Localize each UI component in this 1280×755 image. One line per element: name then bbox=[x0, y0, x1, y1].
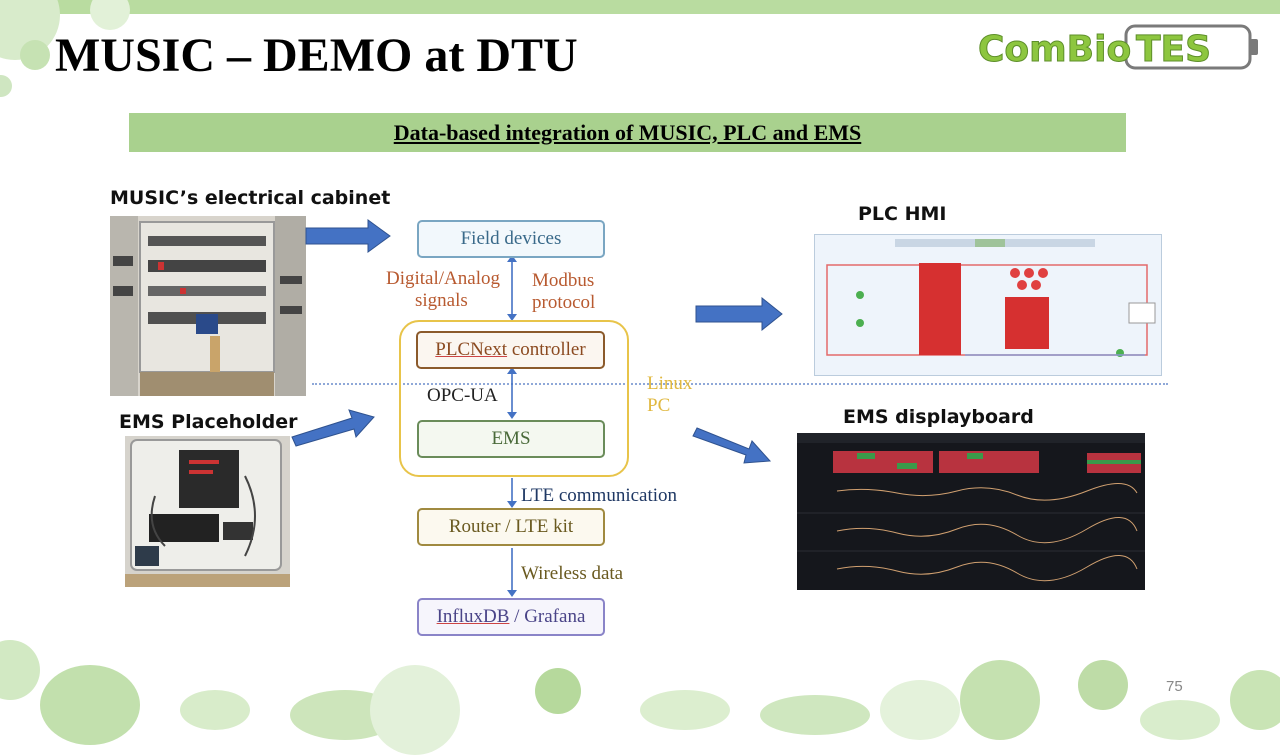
cabinet-photo bbox=[110, 216, 306, 396]
ems-dashboard-arrow bbox=[692, 427, 772, 464]
cabinet-heading: MUSIC’s electrical cabinet bbox=[110, 187, 391, 209]
page-title: MUSIC – DEMO at DTU bbox=[55, 29, 578, 82]
diagram-arrows bbox=[291, 219, 783, 597]
influxdb-grafana-box: InfluxDB / Grafana bbox=[417, 598, 605, 636]
plcnext-controller-box: PLCNext controller bbox=[416, 331, 605, 369]
top-decor-bar bbox=[0, 0, 1280, 14]
lte-communication-label: LTE communication bbox=[521, 485, 678, 506]
ems-dashboard-screenshot bbox=[797, 433, 1145, 590]
subtitle-text: Data-based integration of MUSIC, PLC and… bbox=[393, 119, 862, 145]
field-devices-label: Field devices bbox=[460, 228, 562, 249]
decor-bubble bbox=[0, 75, 12, 97]
ems-box: EMS bbox=[417, 420, 605, 458]
plcnext-name: PLCNext bbox=[435, 339, 508, 360]
wireless-data-label: Wireless data bbox=[521, 563, 624, 584]
digital-analog-line2: signals bbox=[415, 289, 468, 311]
grafana-label: / Grafana bbox=[509, 606, 586, 627]
plc-hmi-arrow bbox=[695, 296, 783, 332]
plc-hmi-screenshot bbox=[814, 234, 1162, 376]
field-devices-box: Field devices bbox=[417, 220, 605, 258]
opc-ua-label: OPC-UA bbox=[427, 385, 498, 406]
svg-text:ComBio: ComBio bbox=[978, 29, 1131, 70]
decor-bubble bbox=[535, 668, 581, 714]
cabinet-arrow bbox=[305, 219, 391, 253]
decor-bubble bbox=[1078, 660, 1128, 710]
digital-analog-label: Digital/Analog signals bbox=[383, 268, 503, 312]
subtitle-banner: Data-based integration of MUSIC, PLC and… bbox=[129, 113, 1126, 152]
linux-line1: Linux bbox=[647, 373, 693, 394]
ems-label: EMS bbox=[491, 428, 531, 449]
svg-text:TES: TES bbox=[1136, 29, 1211, 70]
router-box: Router / LTE kit bbox=[417, 508, 605, 546]
modbus-line2: protocol bbox=[532, 291, 596, 313]
modbus-line1: Modbus bbox=[532, 270, 595, 291]
ems-placeholder-arrow bbox=[291, 409, 375, 447]
ems-placeholder-heading: EMS Placeholder bbox=[119, 411, 298, 433]
decor-bubble bbox=[20, 40, 50, 70]
linux-line2: PC bbox=[647, 394, 671, 416]
page-number: 75 bbox=[1166, 678, 1183, 695]
ems-dashboard-heading: EMS displayboard bbox=[843, 406, 1034, 428]
controller-label: controller bbox=[507, 339, 586, 360]
digital-analog-line1: Digital/Analog bbox=[386, 268, 500, 289]
linux-pc-label: Linux PC bbox=[647, 373, 692, 417]
divider-line bbox=[312, 383, 1168, 385]
linux-pc-container bbox=[399, 320, 629, 477]
combiotes-logo: ComBio TES bbox=[976, 22, 1262, 72]
ems-placeholder-photo bbox=[125, 436, 290, 587]
plc-hmi-heading: PLC HMI bbox=[858, 203, 947, 225]
router-label: Router / LTE kit bbox=[448, 516, 574, 537]
influxdb-name: InfluxDB bbox=[436, 606, 510, 627]
modbus-label: Modbus protocol bbox=[532, 270, 595, 314]
